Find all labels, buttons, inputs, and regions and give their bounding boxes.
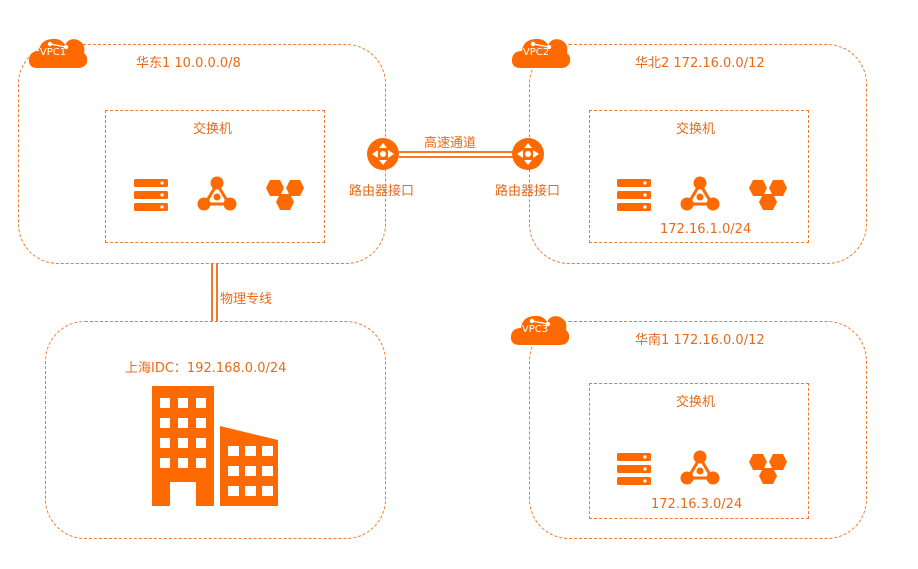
network-node-icon xyxy=(680,176,720,212)
leased-line-label: 物理专线 xyxy=(220,292,273,307)
router-icon xyxy=(511,137,545,171)
hexagon-cluster-icon xyxy=(749,452,787,486)
vpc1-badge: VPC1 xyxy=(28,34,88,70)
vpc3-subnet: 172.16.3.0/24 xyxy=(651,497,743,512)
vpc3-badge: VPC3 xyxy=(510,311,570,347)
idc-title: 上海IDC：192.168.0.0/24 xyxy=(125,361,287,376)
high-speed-channel-line-2 xyxy=(399,156,513,158)
vpc2-title: 华北2 172.16.0.0/12 xyxy=(635,56,765,71)
server-icon xyxy=(617,178,651,212)
vpc3-switch-label: 交换机 xyxy=(676,395,716,410)
high-speed-channel-line xyxy=(399,151,513,153)
network-node-icon xyxy=(680,450,720,486)
idc-box xyxy=(45,321,386,539)
vpc1-switch-label: 交换机 xyxy=(193,122,233,137)
leased-line-left xyxy=(211,264,213,321)
leased-line-right xyxy=(216,264,218,321)
vpc1-title: 华东1 10.0.0.0/8 xyxy=(136,56,241,71)
router-right-label: 路由器接口 xyxy=(495,184,561,199)
server-icon xyxy=(134,178,168,212)
hexagon-cluster-icon xyxy=(749,178,787,212)
high-speed-channel-label: 高速通道 xyxy=(424,136,477,151)
vpc1-badge-label: VPC1 xyxy=(39,47,67,58)
vpc3-badge-label: VPC3 xyxy=(521,324,549,335)
vpc3-switch-box xyxy=(589,383,809,519)
building-icon xyxy=(152,386,278,506)
network-node-icon xyxy=(197,176,237,212)
vpc3-region-box xyxy=(529,321,867,539)
router-left-label: 路由器接口 xyxy=(349,184,415,199)
vpc1-switch-box xyxy=(105,110,325,243)
vpc3-title: 华南1 172.16.0.0/12 xyxy=(635,333,765,348)
server-icon xyxy=(617,452,651,486)
vpc2-subnet: 172.16.1.0/24 xyxy=(660,222,752,237)
vpc2-switch-box xyxy=(589,110,809,243)
router-icon xyxy=(366,137,400,171)
vpc2-badge-label: VPC2 xyxy=(522,47,550,58)
vpc2-switch-label: 交换机 xyxy=(676,122,716,137)
vpc2-badge: VPC2 xyxy=(511,34,571,70)
hexagon-cluster-icon xyxy=(266,178,304,212)
